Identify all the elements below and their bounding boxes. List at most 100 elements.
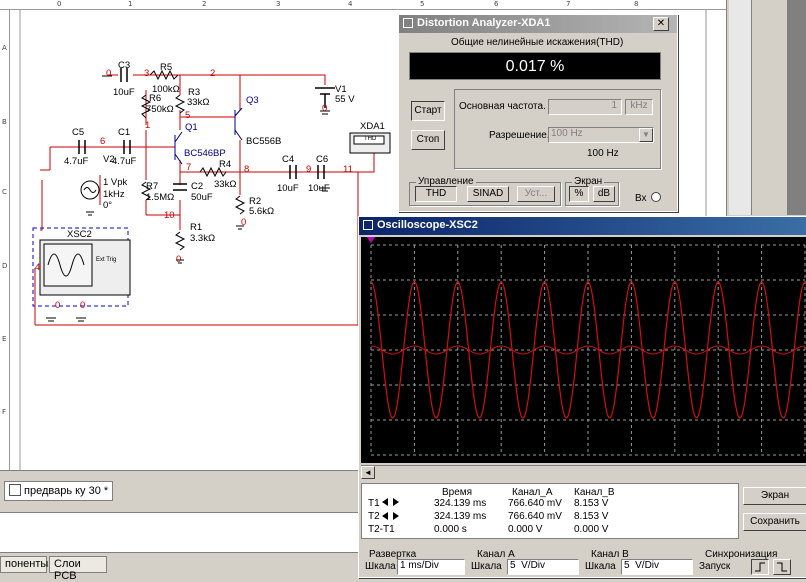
instrument-icon xyxy=(403,18,413,28)
ruler-tick: 7 xyxy=(566,0,571,8)
net-label: 10 xyxy=(164,210,175,221)
db-button[interactable]: dB xyxy=(593,186,615,202)
c5-value: 4.7uF xyxy=(64,156,89,167)
tab-pcb-layers[interactable]: Слои PCB xyxy=(49,556,107,582)
xsc2-label[interactable]: XSC2 xyxy=(67,229,92,240)
arrow-left-icon[interactable] xyxy=(382,512,388,520)
display-group-label: Экран xyxy=(572,176,605,187)
input-label: Вх xyxy=(635,193,647,204)
resolution-select[interactable]: 100 Hz ▼ xyxy=(548,127,654,143)
fundamental-input[interactable]: 1 xyxy=(548,99,622,115)
net-label: 0 xyxy=(241,217,247,228)
side-panel xyxy=(727,0,806,215)
r1-label[interactable]: R1 xyxy=(190,222,203,233)
distortion-title: Distortion Analyzer-XDA1 xyxy=(417,17,551,29)
input-terminal-icon[interactable] xyxy=(651,192,661,202)
c1-label[interactable]: C1 xyxy=(118,127,131,138)
close-button[interactable]: ✕ xyxy=(653,17,669,31)
fundamental-unit[interactable]: kHz xyxy=(625,99,653,115)
net-label: 0 xyxy=(106,68,112,79)
xsc2-ext-trig: Ext Trig xyxy=(96,257,117,263)
r7-label[interactable]: R7 xyxy=(146,181,159,192)
channel-a-scale-input[interactable]: 5 V/Div xyxy=(507,559,579,575)
horizontal-scrollbar[interactable]: ◄ xyxy=(361,465,806,479)
thd-button[interactable]: THD xyxy=(415,186,457,202)
oscilloscope-titlebar[interactable]: Oscilloscope-XSC2 xyxy=(359,217,806,235)
xda1-label[interactable]: XDA1 xyxy=(360,121,385,132)
r7-value: 1.5MΩ xyxy=(146,192,175,203)
q3-label[interactable]: Q3 xyxy=(246,95,259,106)
reverse-screen-button[interactable]: Экран xyxy=(743,487,806,505)
timebase-scale-input[interactable]: 1 ms/Div xyxy=(397,559,465,575)
rising-edge-icon[interactable] xyxy=(751,559,769,575)
scope-grid xyxy=(370,244,806,456)
start-button[interactable]: Старт xyxy=(411,101,445,121)
col-header-time: Время xyxy=(442,487,473,498)
tab-components[interactable]: поненты xyxy=(0,556,48,573)
c2-label[interactable]: C2 xyxy=(191,181,204,192)
cursor-readout-table: Время Канал_A Канал_B T1 324.139 ms 766.… xyxy=(361,483,739,539)
arrow-left-icon[interactable] xyxy=(382,498,388,506)
v2-label[interactable]: V2 xyxy=(103,154,115,165)
ruler-tick: 2 xyxy=(202,0,207,8)
ruler-tick: 6 xyxy=(494,0,499,8)
net-label: 5 xyxy=(185,110,191,121)
t2-arrows[interactable] xyxy=(382,511,406,522)
c5-label[interactable]: C5 xyxy=(72,127,85,138)
t1-arrows[interactable] xyxy=(382,498,406,509)
r1-value: 3.3kΩ xyxy=(190,233,216,244)
r4-label[interactable]: R4 xyxy=(219,159,232,170)
q1-label[interactable]: Q1 xyxy=(185,122,198,133)
left-ruler: A B C D E F xyxy=(0,10,10,470)
ruler-tick: 1 xyxy=(128,0,133,8)
r2-label[interactable]: R2 xyxy=(249,196,262,207)
c4-label[interactable]: C4 xyxy=(282,154,295,165)
distortion-analyzer-window[interactable]: Distortion Analyzer-XDA1 ✕ Общие нелиней… xyxy=(398,14,678,212)
arrow-right-icon[interactable] xyxy=(392,498,399,506)
falling-edge-icon[interactable] xyxy=(773,559,791,575)
net-label: 0 xyxy=(80,300,86,311)
display-group: Экран xyxy=(565,176,619,206)
schematic-file-icon xyxy=(9,484,21,496)
oscilloscope-window[interactable]: Oscilloscope-XSC2 ◄ Время Канал_A Канал_… xyxy=(358,216,806,578)
chevron-down-icon[interactable]: ▼ xyxy=(639,128,653,142)
r5-label[interactable]: R5 xyxy=(160,62,173,73)
v2-amplitude: 1 Vpk xyxy=(103,177,128,188)
c3-label[interactable]: C3 xyxy=(118,60,131,71)
timebase-scale-label: Шкала xyxy=(365,561,396,572)
trigger-marker-icon[interactable] xyxy=(367,237,375,243)
document-tab-label: предварь ку 30 * xyxy=(24,485,109,497)
trigger-label: Синхронизация xyxy=(705,549,778,560)
ruler-tick: F xyxy=(2,408,7,416)
r6-label[interactable]: R6 xyxy=(149,93,162,104)
t2-time: 324.139 ms xyxy=(434,511,487,522)
scroll-left-button[interactable]: ◄ xyxy=(361,466,375,479)
c6-label[interactable]: C6 xyxy=(316,154,329,165)
scroll-track[interactable] xyxy=(729,0,752,215)
t2-chb: 8.153 V xyxy=(574,511,609,522)
ruler-tick: 3 xyxy=(276,0,281,8)
bottom-tabbar: поненты Слои PCB xyxy=(0,552,358,582)
net-label: 11 xyxy=(343,164,353,175)
net-label: 0 xyxy=(176,254,182,265)
t1-time: 324.139 ms xyxy=(434,498,487,509)
control-group: Управление xyxy=(409,176,561,206)
v1-label[interactable]: V1 xyxy=(335,84,347,95)
arrow-right-icon[interactable] xyxy=(393,512,400,520)
v2-frequency: 1kHz xyxy=(103,189,125,200)
stop-button[interactable]: Стоп xyxy=(411,130,445,150)
c3-value: 10uF xyxy=(113,87,135,98)
c4-value: 10uF xyxy=(277,183,299,194)
scope-screen[interactable] xyxy=(361,237,806,463)
document-tab[interactable]: предварь ку 30 * xyxy=(4,481,114,501)
settings-button[interactable]: Уст... xyxy=(517,186,555,202)
r3-label[interactable]: R3 xyxy=(188,87,201,98)
distortion-titlebar[interactable]: Distortion Analyzer-XDA1 xyxy=(399,15,677,33)
save-button[interactable]: Сохранить xyxy=(743,513,806,531)
thd-readout: 0.017 % xyxy=(409,52,661,80)
sinad-button[interactable]: SINAD xyxy=(467,186,509,202)
percent-button[interactable]: % xyxy=(569,186,589,202)
channel-b-scale-input[interactable]: 5 V/Div xyxy=(621,559,693,575)
instrument-icon xyxy=(363,220,373,230)
t2-cha: 766.640 mV xyxy=(508,511,562,522)
